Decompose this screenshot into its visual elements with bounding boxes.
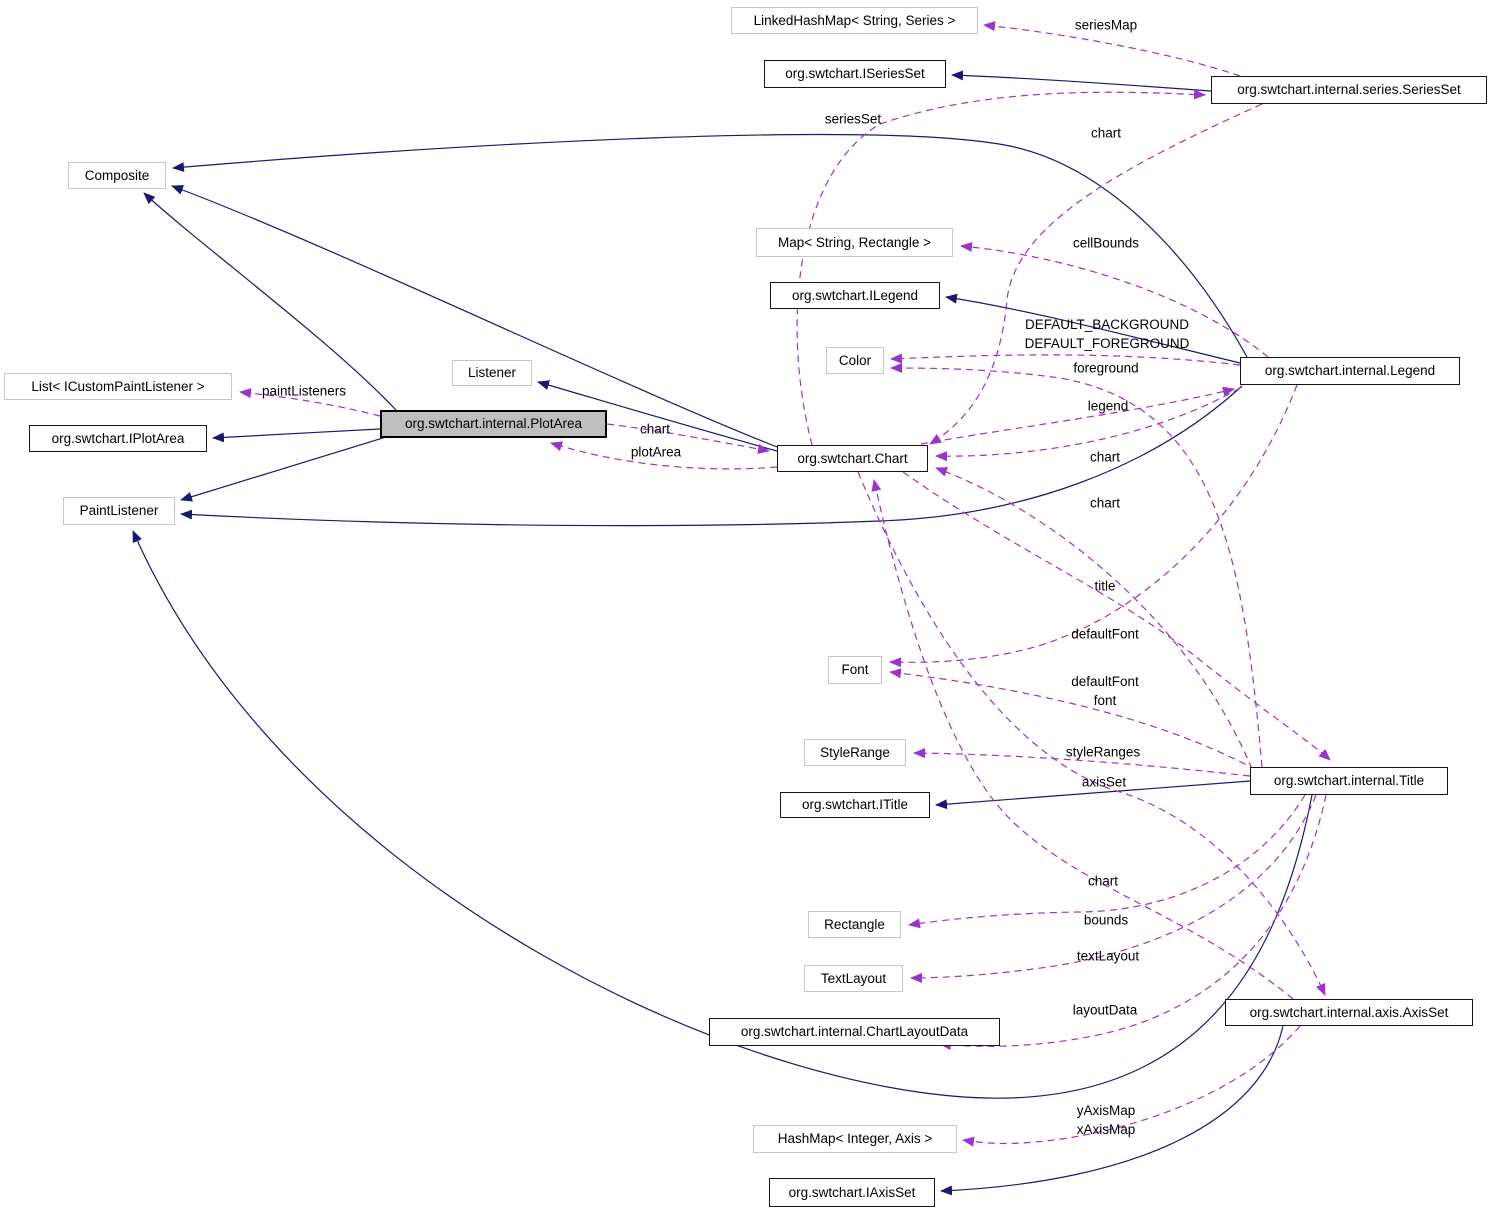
edge-chart-plotarea [550,441,778,470]
node-legend[interactable]: org.swtchart.internal.Legend [1240,357,1460,385]
edge-seriesset-chart [929,103,1263,445]
edge-legend-composite [172,133,1248,358]
edge-legend-color [890,353,1241,366]
edge-legend-chart [935,387,1241,462]
node-chart[interactable]: org.swtchart.Chart [777,445,928,472]
edge-title-ititle [935,780,1251,810]
node-linkedhashmap: LinkedHashMap< String, Series > [731,7,978,34]
node-stylerange: StyleRange [804,739,906,766]
edge-seriesset-linkedhashmap [983,21,1241,77]
node-ititle[interactable]: org.swtchart.ITitle [780,792,930,818]
edge-axisset-hashmap [962,1025,1301,1147]
node-hashmap: HashMap< Integer, Axis > [753,1125,957,1153]
edge-legend-font [889,384,1298,668]
node-font: Font [828,656,882,684]
edge-title-chartlayoutdata [939,794,1327,1051]
node-paintlistener: PaintListener [63,497,175,525]
node-iplotarea[interactable]: org.swtchart.IPlotArea [29,425,207,452]
edge-title-textlayout [910,794,1317,983]
edge-plotarea-composite [143,192,397,411]
edge-chart-listener [537,380,778,452]
edge-chart-composite [171,185,778,448]
edge-legend-paintlistener [180,385,1243,527]
edge-seriesset-iseriesset [951,70,1212,92]
edge-plotarea-list [239,388,381,417]
node-rectangle: Rectangle [808,911,901,938]
node-iaxisset[interactable]: org.swtchart.IAxisSet [769,1178,935,1207]
edge-chart-axisset [857,471,1326,996]
node-textlayout: TextLayout [804,965,903,992]
edge-chart-title [902,471,1331,761]
node-iseriesset[interactable]: org.swtchart.ISeriesSet [764,60,946,88]
node-listener: Listener [452,360,532,386]
edge-plotarea-chart [606,423,770,454]
edge-chart-seriesset [796,89,1206,446]
edge-title-color [890,363,1263,768]
edge-title-stylerange [913,748,1251,777]
edge-title-chart [935,467,1253,770]
edge-title-rectangle [908,794,1306,929]
edge-chart-legend [920,386,1235,445]
node-composite: Composite [68,162,166,189]
edge-plotarea-paintlistener [180,436,387,502]
edge-legend-map [960,242,1269,358]
node-list: List< ICustomPaintListener > [4,373,232,400]
node-seriesset[interactable]: org.swtchart.internal.series.SeriesSet [1211,76,1487,104]
node-color: Color [826,347,884,374]
edge-title-paintlistener [132,530,1313,1099]
edge-legend-ilegend [945,293,1241,364]
edge-plotarea-iplotarea [212,428,381,443]
node-title[interactable]: org.swtchart.internal.Title [1250,767,1448,795]
node-map: Map< String, Rectangle > [756,228,953,257]
node-axisset[interactable]: org.swtchart.internal.axis.AxisSet [1225,999,1473,1026]
node-ilegend[interactable]: org.swtchart.ILegend [770,282,940,309]
edge-title-font [889,668,1257,771]
node-chartlayoutdata[interactable]: org.swtchart.internal.ChartLayoutData [709,1018,1000,1046]
node-plotarea: org.swtchart.internal.PlotArea [380,410,607,438]
edge-axisset-iaxisset [940,1025,1284,1196]
